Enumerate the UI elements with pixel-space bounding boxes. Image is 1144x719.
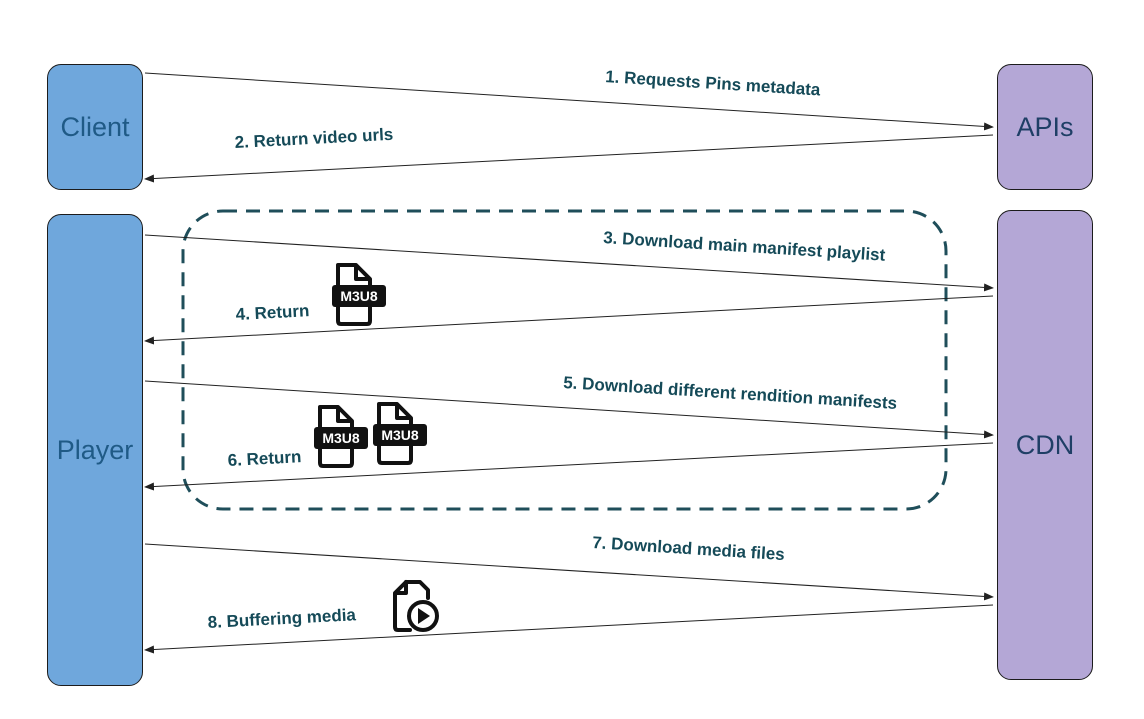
- step-6-label: 6. Return: [227, 447, 302, 470]
- client-label: Client: [60, 111, 130, 142]
- m3u8-badge-text: M3U8: [381, 427, 419, 443]
- cdn-node: CDN: [997, 210, 1093, 680]
- m3u8-badge-text: M3U8: [340, 288, 378, 304]
- step-7-label: 7. Download media files: [592, 533, 786, 564]
- step-2-label: 2. Return video urls: [234, 125, 393, 152]
- client-node: Client: [47, 64, 143, 190]
- video-file-play-icon: [393, 580, 439, 632]
- m3u8-file-icon: M3U8: [332, 263, 386, 326]
- manifest-group-boundary: [181, 209, 948, 511]
- step-4-label: 4. Return: [235, 301, 310, 324]
- step-1-label: 1. Requests Pins metadata: [605, 67, 822, 100]
- arrow-step-8: [144, 604, 994, 654]
- m3u8-badge-text: M3U8: [322, 430, 360, 446]
- step-5-label: 5. Download different rendition manifest…: [563, 373, 898, 413]
- apis-label: APIs: [1016, 111, 1074, 142]
- apis-node: APIs: [997, 64, 1093, 190]
- arrow-step-3: [144, 234, 994, 292]
- arrow-step-4: [144, 295, 994, 345]
- arrow-step-1: [144, 72, 994, 131]
- m3u8-file-icon: M3U8: [314, 405, 368, 468]
- step-3-label: 3. Download main manifest playlist: [603, 228, 886, 265]
- player-label: Player: [56, 434, 134, 465]
- player-node: Player: [47, 214, 143, 686]
- step-8-label: 8. Buffering media: [207, 605, 357, 632]
- cdn-label: CDN: [1015, 429, 1075, 460]
- arrow-step-2: [144, 134, 994, 183]
- arrow-step-6: [144, 442, 994, 491]
- arrow-step-5: [144, 380, 994, 439]
- arrow-step-7: [144, 543, 994, 601]
- m3u8-file-icon: M3U8: [373, 402, 427, 465]
